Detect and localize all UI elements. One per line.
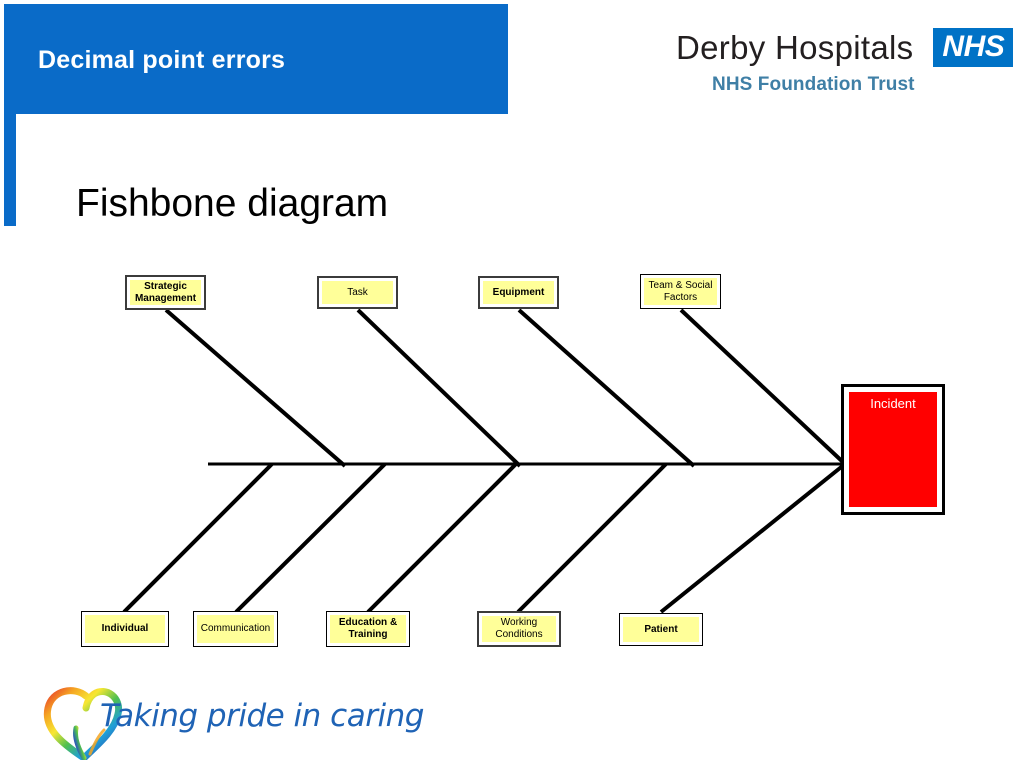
nhs-logo-primary-row: Derby Hospitals NHS	[676, 28, 1014, 67]
cause-label: Strategic Management	[130, 280, 201, 305]
cause-box-working-conditions[interactable]: Working Conditions	[477, 611, 561, 647]
rainbow-heart-icon	[43, 687, 123, 763]
cause-box-strategic-management[interactable]: Strategic Management	[125, 275, 206, 310]
cause-box-education-training[interactable]: Education & Training	[326, 611, 410, 647]
cause-box-equipment[interactable]: Equipment	[478, 276, 559, 309]
taking-pride-in-caring-logo: Taking pride in caring	[34, 684, 424, 763]
bone-team-social-factors	[679, 308, 847, 466]
cause-label: Education & Training	[330, 615, 406, 643]
bone-working-conditions	[516, 462, 668, 614]
incident-effect-box[interactable]: Incident	[841, 384, 945, 515]
cause-box-task[interactable]: Task	[317, 276, 398, 309]
cause-label: Team & Social Factors	[644, 278, 717, 305]
cause-box-communication[interactable]: Communication	[193, 611, 278, 647]
header-bar	[4, 4, 508, 114]
cause-label: Patient	[623, 617, 699, 642]
bone-equipment	[517, 308, 696, 468]
cause-box-patient[interactable]: Patient	[619, 613, 703, 646]
bone-patient	[659, 462, 847, 614]
header-accent-stripe	[4, 114, 16, 226]
cause-label: Communication	[197, 615, 274, 643]
cause-label: Individual	[85, 615, 165, 643]
nhs-badge: NHS	[933, 28, 1014, 67]
slide-heading: Fishbone diagram	[76, 182, 389, 225]
cause-box-individual[interactable]: Individual	[81, 611, 169, 647]
nhs-trust-logo: Derby Hospitals NHS NHS Foundation Trust	[676, 28, 1014, 102]
bone-task	[356, 308, 522, 468]
cause-label: Task	[322, 281, 393, 304]
bone-individual	[122, 462, 274, 614]
bone-communication	[234, 462, 387, 614]
trust-name-label: Derby Hospitals	[676, 28, 914, 66]
cause-label: Equipment	[483, 281, 554, 304]
cause-label: Working Conditions	[482, 616, 556, 642]
cause-box-team-social-factors[interactable]: Team & Social Factors	[640, 274, 721, 309]
trust-subtitle-label: NHS Foundation Trust	[712, 74, 915, 95]
strapline-label: Taking pride in caring	[100, 698, 424, 734]
bone-education-training	[366, 462, 518, 614]
page-title: Decimal point errors	[38, 46, 286, 74]
incident-label: Incident	[849, 392, 937, 507]
bone-strategic-management	[164, 308, 347, 468]
